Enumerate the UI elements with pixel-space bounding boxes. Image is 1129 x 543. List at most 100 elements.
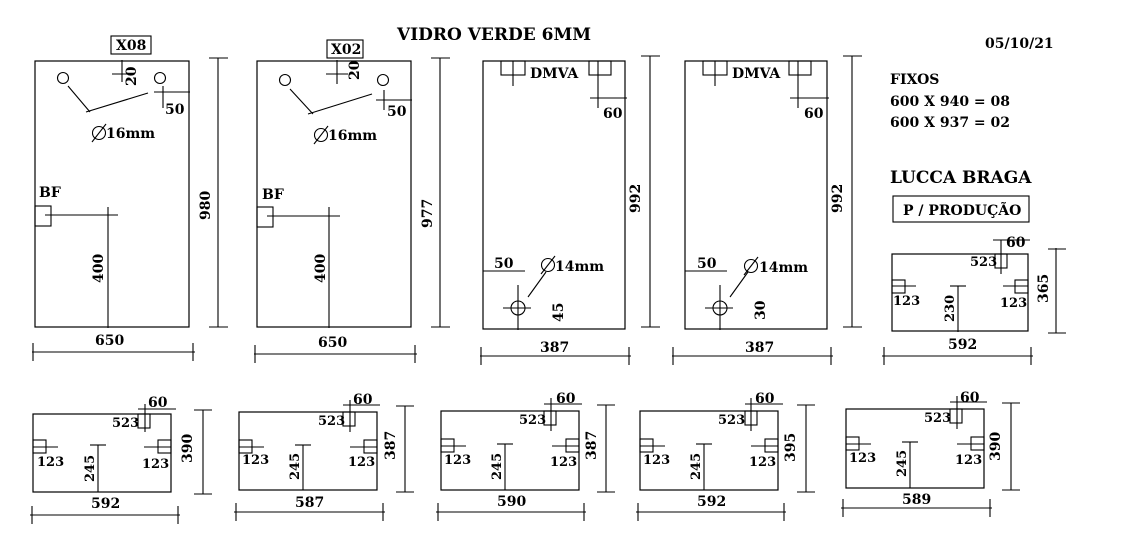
door-pane-2-hole-leader-2 <box>307 93 373 115</box>
door-pane-1-height: 980 <box>198 191 214 220</box>
small-pane-6-outline <box>845 408 985 489</box>
small-pane-3-top-offset: 60 <box>353 392 373 408</box>
door-pane-2-diameter-symbol <box>313 127 329 143</box>
small-pane-6-right-cut: 123 <box>955 453 982 468</box>
small-pane-4-cut-box <box>543 410 557 426</box>
small-pane-5-outline <box>639 410 779 491</box>
small-pane-3-center-height: 245 <box>288 453 303 480</box>
dmva-pane-1-top-offset: 60 <box>603 106 623 122</box>
dmva-pane-1-label: DMVA <box>530 66 579 82</box>
small-pane-6-center-height: 245 <box>895 450 910 477</box>
small-pane-4-right-cut: 123 <box>550 455 577 470</box>
small-pane-2-center-height: 245 <box>83 455 98 482</box>
small-pane-2: 60 523 123 123 245 390 592 <box>30 395 212 524</box>
small-pane-1-outline <box>891 253 1029 332</box>
dmva-pane-1-hole-leader <box>527 271 547 298</box>
small-pane-5-right-cut: 123 <box>749 455 776 470</box>
dmva-pane-2-hole-diameter: 14mm <box>759 260 808 276</box>
small-pane-6-cut-box <box>949 408 963 424</box>
door-pane-1-bf-height: 400 <box>91 254 107 283</box>
door-pane-2-diameter-slash <box>313 125 329 145</box>
small-pane-4: 60 523 123 123 245 387 590 <box>436 391 615 521</box>
door-pane-2-hole-diameter: 16mm <box>328 128 377 144</box>
small-pane-2-cut-box <box>137 413 151 429</box>
door-pane-1-bf-box <box>34 205 52 227</box>
dmva-pane-1-outline <box>482 60 626 330</box>
small-pane-4-left-cut: 123 <box>444 453 471 468</box>
dmva-pane-1-hole <box>510 300 526 316</box>
door-pane-1-width: 650 <box>95 333 124 349</box>
small-pane-4-height: 387 <box>584 431 600 460</box>
dmva-pane-1-diameter-slash <box>540 255 556 275</box>
dmva-pane-1-hinge-right <box>588 60 612 76</box>
door-pane-1: X08 20 50 16mm BF 400 980 650 <box>32 35 228 361</box>
fixos-label: FIXOS <box>890 72 939 88</box>
door-pane-1-hole-leader-2 <box>85 92 149 113</box>
door-pane-2-bf-height: 400 <box>313 254 329 283</box>
small-pane-4-width: 590 <box>497 494 526 510</box>
small-pane-2-top-offset: 60 <box>148 395 168 411</box>
small-pane-1-center-height: 230 <box>943 295 958 322</box>
small-pane-6-width: 589 <box>902 492 931 508</box>
dmva-pane-2-hole <box>712 300 728 316</box>
door-pane-2: X02 20 50 16mm BF 400 977 650 <box>254 39 450 363</box>
small-pane-6-top-offset: 60 <box>960 390 980 406</box>
small-pane-3-cut: 523 <box>318 414 345 429</box>
door-pane-2-tag-box <box>326 39 364 59</box>
small-pane-3-width: 587 <box>295 495 324 511</box>
dmva-pane-2-diameter-symbol <box>743 258 759 274</box>
door-pane-1-bf-label: BF <box>39 185 61 201</box>
door-pane-1-diameter-symbol <box>91 125 107 141</box>
dmva-pane-1-side-offset: 50 <box>494 256 514 272</box>
dmva-pane-2-height: 992 <box>830 184 846 213</box>
small-pane-3-outline <box>238 411 378 491</box>
door-pane-2-hole-leader <box>289 88 314 115</box>
dmva-pane-1: DMVA 60 50 14mm 45 992 387 <box>480 55 660 365</box>
small-pane-1-width: 592 <box>948 337 977 353</box>
client-name: LUCCA BRAGA <box>890 168 1032 188</box>
dmva-pane-1-width: 387 <box>540 340 569 356</box>
small-pane-1-height: 365 <box>1036 274 1052 303</box>
door-pane-2-height: 977 <box>420 199 436 228</box>
door-pane-2-width: 650 <box>318 335 347 351</box>
small-pane-1-right-cut: 123 <box>1000 296 1027 311</box>
small-pane-6-left-cut: 123 <box>849 451 876 466</box>
dmva-pane-1-hole-diameter: 14mm <box>555 259 604 275</box>
small-pane-3-cut-box <box>342 411 356 427</box>
small-pane-4-center-height: 245 <box>490 453 505 480</box>
dmva-pane-2-width: 387 <box>745 340 774 356</box>
door-pane-1-tag-box <box>110 35 152 55</box>
small-pane-2-outline <box>32 413 172 493</box>
door-pane-1-side-offset: 50 <box>165 102 185 118</box>
dmva-pane-2-bottom-offset: 30 <box>753 300 769 320</box>
small-pane-1-cut: 523 <box>970 255 997 270</box>
small-pane-1-top-offset: 60 <box>1006 235 1026 251</box>
small-pane-5: 60 523 123 123 245 395 592 <box>636 391 815 521</box>
door-pane-1-hole-left <box>56 71 70 85</box>
dmva-pane-2-side-offset: 50 <box>697 256 717 272</box>
door-pane-1-hole-leader <box>67 85 91 113</box>
dmva-pane-2: DMVA 60 50 14mm 30 992 387 <box>672 55 862 365</box>
small-pane-5-top-offset: 60 <box>755 391 775 407</box>
door-pane-2-hole-right <box>376 73 390 87</box>
dmva-pane-2-top-offset: 60 <box>804 106 824 122</box>
small-pane-6-cut: 523 <box>924 411 951 426</box>
dmva-pane-2-hole-leader <box>729 271 749 298</box>
small-pane-2-cut: 523 <box>112 416 139 431</box>
small-pane-5-width: 592 <box>697 494 726 510</box>
door-pane-2-hole-left <box>278 73 292 87</box>
small-pane-3-height: 387 <box>383 431 399 460</box>
door-pane-1-tag: X08 <box>116 38 146 54</box>
destination-box <box>892 195 1030 223</box>
drawing-title: VIDRO VERDE 6MM <box>396 25 591 45</box>
dmva-pane-2-diameter-slash <box>743 256 759 276</box>
door-pane-2-bf-label: BF <box>262 187 284 203</box>
small-pane-3-left-cut: 123 <box>242 453 269 468</box>
small-pane-5-center-height: 245 <box>689 453 704 480</box>
dmva-pane-2-label: DMVA <box>732 66 781 82</box>
door-pane-1-top-offset: 20 <box>124 66 140 86</box>
door-pane-1-diameter-slash <box>91 123 107 143</box>
small-pane-2-left-cut: 123 <box>37 455 64 470</box>
small-pane-5-cut: 523 <box>718 413 745 428</box>
